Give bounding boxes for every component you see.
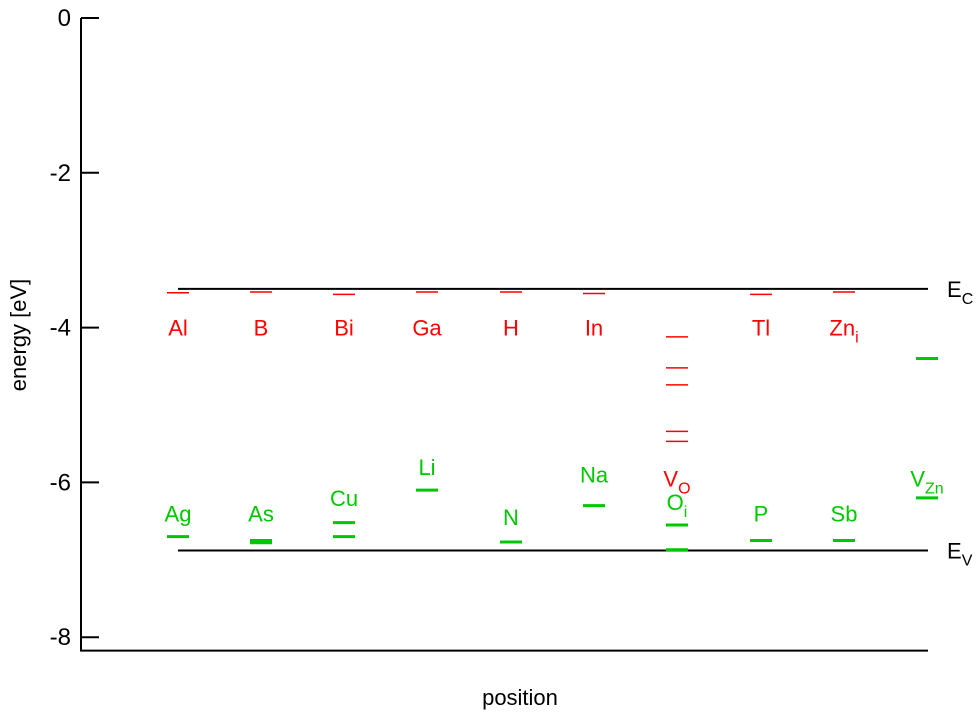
defect-label-p: P xyxy=(754,501,769,526)
defect-label-cu: Cu xyxy=(330,486,358,511)
y-axis-label: energy [eV] xyxy=(6,279,31,392)
defect-label-v-zn: VZn xyxy=(910,467,943,498)
defect-label-h: H xyxy=(503,316,519,341)
axes: 0 -2 -4 -6 -8 xyxy=(50,5,928,652)
defect-label-ag: Ag xyxy=(165,501,192,526)
defect-label-li: Li xyxy=(418,455,435,480)
y-tick-label: -2 xyxy=(50,160,71,187)
y-tick-label: -8 xyxy=(50,624,71,651)
e-c-label: EC xyxy=(947,277,973,308)
defect-label-in: In xyxy=(585,316,603,341)
defect-label-v-o: VO xyxy=(663,467,690,498)
x-axis-label: position xyxy=(482,685,558,710)
defect-label-b: B xyxy=(254,316,269,341)
band-edge-lines: EC EV xyxy=(178,277,973,570)
defect-label-zn-i: Zni xyxy=(829,316,858,347)
e-v-label: EV xyxy=(947,539,973,570)
defect-label-tl: Tl xyxy=(752,316,770,341)
y-tick-label: -6 xyxy=(50,469,71,496)
defect-label-o-i: Oi xyxy=(667,490,688,521)
y-tick-label: -4 xyxy=(50,315,71,342)
defect-label-bi: Bi xyxy=(334,316,354,341)
defect-label-n: N xyxy=(503,505,519,530)
defect-label-na: Na xyxy=(580,463,609,488)
y-tick-label: 0 xyxy=(58,5,71,32)
defect-label-sb: Sb xyxy=(831,501,858,526)
defect-label-as: As xyxy=(248,501,274,526)
defect-label-ga: Ga xyxy=(412,316,442,341)
defect-label-al: Al xyxy=(168,316,188,341)
